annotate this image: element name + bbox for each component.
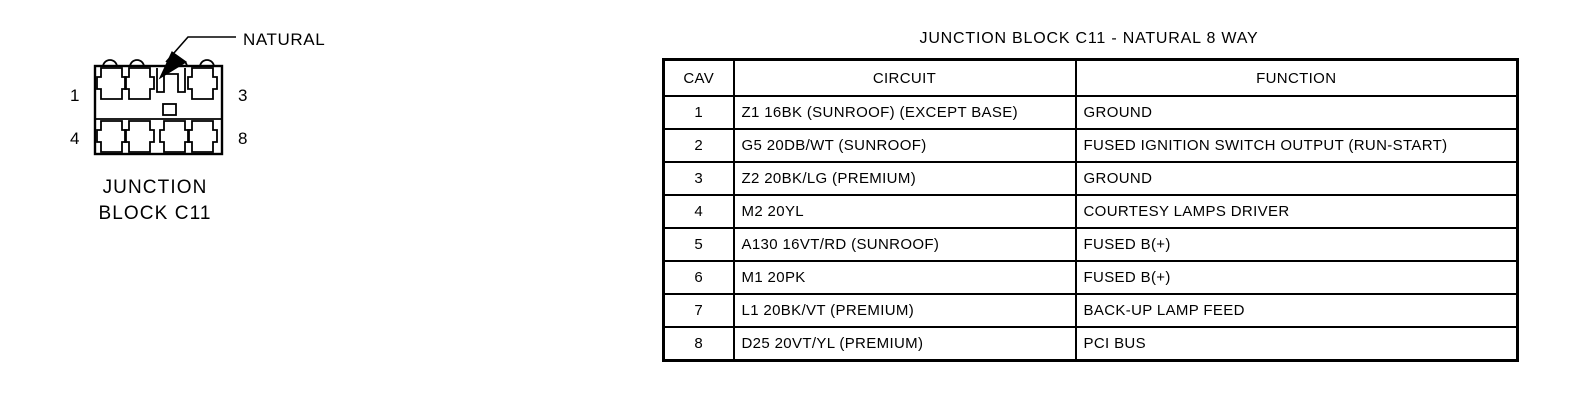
pin-number-bottom-right: 8 [238,129,249,148]
cell-circuit: M1 20PK [732,260,1077,295]
cell-function: GROUND [1074,161,1519,196]
pin-number-top-right: 3 [238,86,249,105]
cell-function: PCI BUS [1074,326,1519,362]
natural-callout-leader [158,36,236,80]
pin-number-bottom-left: 4 [70,129,81,148]
cell-circuit: G5 20DB/WT (SUNROOF) [732,128,1077,163]
cell-cav: 8 [662,326,735,362]
cell-function: BACK-UP LAMP FEED [1074,293,1519,328]
column-header-function: FUNCTION [1074,58,1519,97]
cell-function: GROUND [1074,95,1519,130]
cavity-row-bottom [96,120,218,153]
cell-cav: 1 [662,95,735,130]
cell-cav: 3 [662,161,735,196]
pinout-panel: JUNCTION BLOCK C11 - NATURAL 8 WAY CAV C… [662,30,1519,362]
cell-circuit: Z1 16BK (SUNROOF) (EXCEPT BASE) [732,95,1077,130]
column-header-circuit: CIRCUIT [732,58,1077,97]
table-header-row: CAV CIRCUIT FUNCTION [662,58,1519,97]
cell-circuit: D25 20VT/YL (PREMIUM) [732,326,1077,362]
cell-circuit: L1 20BK/VT (PREMIUM) [732,293,1077,328]
cell-function: FUSED IGNITION SWITCH OUTPUT (RUN-START) [1074,128,1519,163]
natural-callout-label: NATURAL [243,30,326,49]
cell-cav: 7 [662,293,735,328]
center-keying-square [162,103,177,116]
cavity-row-top [96,67,218,100]
cell-cav: 2 [662,128,735,163]
connector-figure: NATURAL 1 3 4 8 JUNCTION BLOCK C11 [0,0,380,260]
cell-function: FUSED B(+) [1074,260,1519,295]
connector-top-latch-bumps [102,59,215,68]
cell-circuit: M2 20YL [732,194,1077,229]
cell-cav: 4 [662,194,735,229]
connector-caption-line-1: JUNCTION [102,177,208,198]
pin-number-top-left: 1 [70,86,81,105]
cell-circuit: A130 16VT/RD (SUNROOF) [732,227,1077,262]
connector-caption: JUNCTION BLOCK C11 [0,175,310,227]
connector-body-outline [93,64,224,156]
cell-cav: 5 [662,227,735,262]
connector-face-drawing [93,36,236,156]
connector-caption-line-2: BLOCK C11 [98,203,212,224]
cell-function: COURTESY LAMPS DRIVER [1074,194,1519,229]
column-header-cav: CAV [662,58,735,97]
cell-function: FUSED B(+) [1074,227,1519,262]
cell-circuit: Z2 20BK/LG (PREMIUM) [732,161,1077,196]
table-title: JUNCTION BLOCK C11 - NATURAL 8 WAY [919,30,1259,47]
cell-cav: 6 [662,260,735,295]
